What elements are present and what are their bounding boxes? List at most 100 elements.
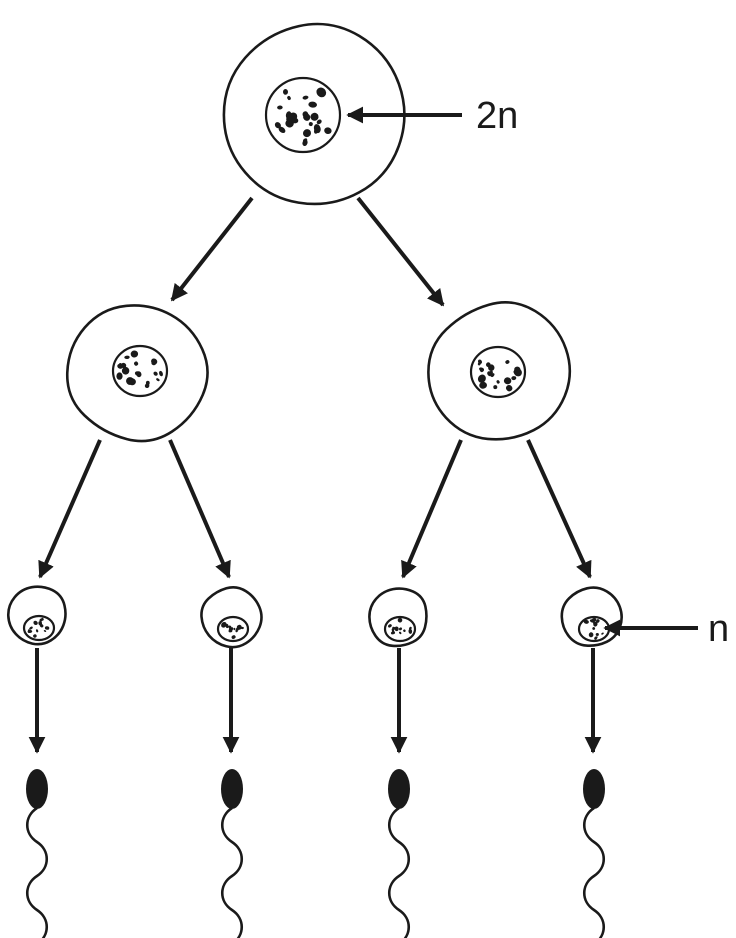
chromatin-speck — [33, 620, 38, 626]
primary-spermatocyte — [222, 22, 406, 206]
sperm-tail — [582, 806, 606, 938]
chromatin-speck — [153, 371, 158, 376]
sperm-head — [221, 769, 243, 809]
chromatin-speck — [316, 87, 327, 98]
chromatin-speck — [511, 376, 517, 381]
division-arrow — [38, 439, 102, 579]
chromatin-speck — [118, 363, 123, 367]
chromatin-speck — [588, 632, 594, 638]
chromatin-speck — [589, 619, 595, 623]
division-arrow — [356, 196, 445, 307]
chromatin-speck — [128, 378, 136, 386]
spermatid-3 — [368, 587, 428, 648]
chromatin-speck — [488, 364, 495, 371]
chromatin-speck — [43, 630, 47, 632]
chromatin-speck — [39, 623, 44, 628]
chromatin-speck — [156, 378, 160, 382]
chromatin-speck — [493, 385, 498, 390]
sperm-tail — [220, 806, 244, 938]
chromatin-speck — [235, 627, 239, 631]
chromatin-speck — [595, 632, 599, 637]
chromatin-speck — [313, 129, 318, 134]
sperm-cell-2 — [220, 769, 244, 938]
chromatin-speck — [221, 621, 227, 628]
sperm-layer — [25, 769, 606, 938]
sperm-cell-1 — [25, 769, 49, 938]
chromatin-speck — [324, 127, 332, 135]
label-2n: 2n — [476, 95, 518, 137]
chromatin-speck — [29, 626, 33, 630]
chromatin-speck — [159, 370, 163, 377]
chromatin-speck — [308, 101, 317, 108]
chromatin-speck — [394, 626, 399, 632]
nucleus — [22, 614, 56, 642]
secondary-spermatocyte-left — [65, 304, 209, 443]
chromatin-speck — [593, 622, 597, 625]
label-n: n — [708, 608, 729, 650]
chromatin-speck — [135, 371, 139, 376]
division-arrow — [168, 439, 231, 579]
chromatin-speck — [302, 95, 309, 100]
secondary-spermatocyte-right — [427, 301, 572, 441]
chromatin-speck — [596, 619, 600, 623]
chromatin-speck — [121, 367, 130, 375]
chromatin-speck — [120, 362, 127, 369]
chromatin-speck — [310, 112, 319, 121]
chromatin-speck — [130, 350, 139, 358]
chromatin-speck — [116, 372, 123, 380]
chromatin-speck — [35, 629, 39, 633]
chromatin-speck — [233, 627, 236, 631]
sperm-head — [583, 769, 605, 809]
chromatin-speck — [134, 361, 139, 366]
chromatin-speck — [477, 362, 481, 366]
division-arrow — [170, 196, 254, 302]
chromatin-speck — [287, 95, 291, 101]
chromatin-speck — [124, 355, 130, 360]
chromatin-speck — [408, 628, 413, 634]
chromatin-speck — [291, 117, 299, 124]
chromatin-speck — [594, 636, 598, 640]
chromatin-speck — [308, 122, 313, 127]
spermatid-2 — [200, 585, 263, 649]
chromatin-speck — [316, 119, 322, 125]
sperm-cell-3 — [387, 769, 411, 938]
chromatin-speck — [302, 129, 312, 138]
chromatin-speck — [388, 624, 392, 628]
sperm-tail — [387, 806, 411, 938]
spermatid-4 — [560, 586, 623, 647]
chromatin-speck — [397, 617, 403, 623]
chromatin-speck — [479, 381, 487, 389]
chromatin-speck — [398, 627, 403, 631]
sperm-head — [388, 769, 410, 809]
sperm-head — [26, 769, 48, 809]
sperm-tail — [25, 806, 49, 938]
chromatin-speck — [513, 368, 522, 377]
chromatin-speck — [601, 632, 604, 635]
chromatin-speck — [277, 105, 283, 110]
arrows-layer — [28, 196, 602, 754]
chromatin-speck — [302, 138, 308, 143]
chromatin-speck — [145, 380, 150, 386]
division-arrow — [401, 439, 463, 579]
chromatin-speck — [231, 635, 236, 639]
cells-layer — [6, 22, 623, 649]
nucleus — [111, 344, 169, 398]
sperm-cell-4 — [582, 769, 606, 938]
chromatin-speck — [151, 359, 157, 366]
chromatin-speck — [479, 367, 485, 373]
chromatin-speck — [44, 626, 50, 630]
chromatin-speck — [303, 113, 311, 121]
chromatin-speck — [274, 122, 281, 129]
chromatin-speck — [503, 377, 512, 385]
chromatin-speck — [583, 619, 589, 624]
spermatid-1 — [6, 585, 67, 646]
chromatin-speck — [399, 631, 402, 635]
chromatin-speck — [33, 634, 37, 638]
chromatin-speck — [27, 629, 33, 634]
chromatin-speck — [403, 629, 406, 632]
chromatin-speck — [392, 626, 396, 630]
chromatin-speck — [282, 89, 289, 95]
chromatin-speck — [505, 360, 510, 364]
chromatin-speck — [278, 126, 286, 134]
